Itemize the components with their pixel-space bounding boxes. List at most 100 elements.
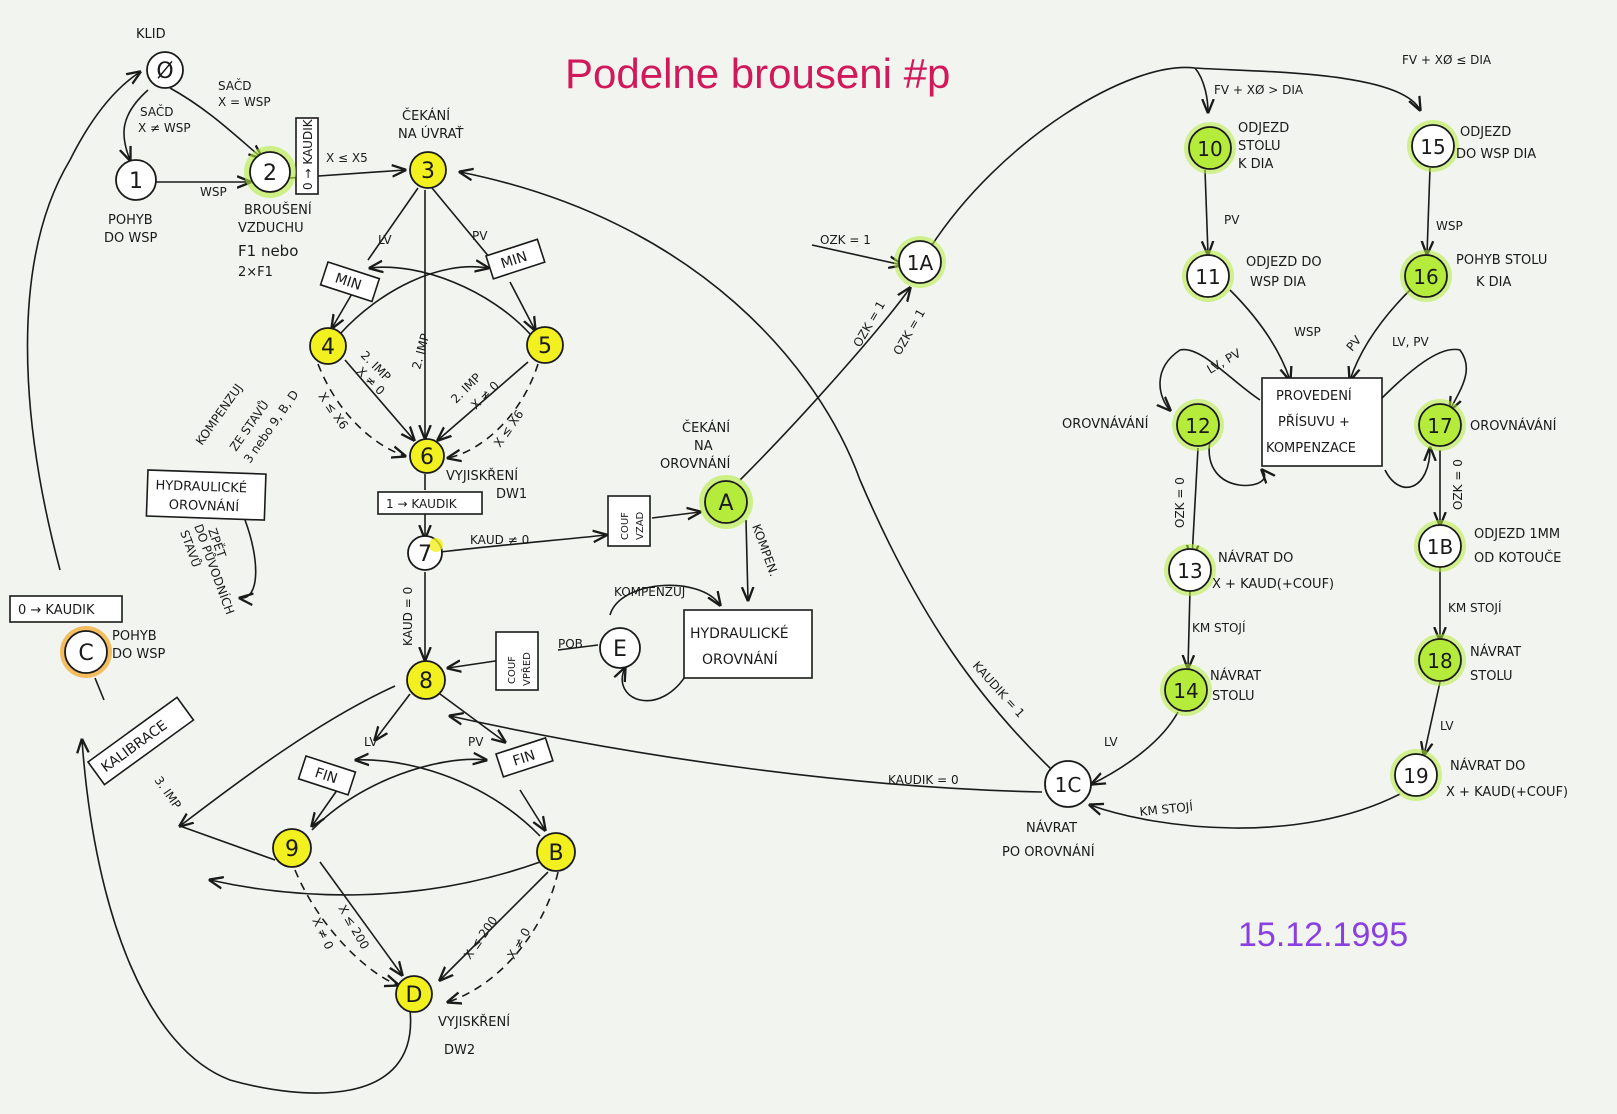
state-0[interactable]: Ø bbox=[146, 51, 184, 89]
state-13[interactable]: 13 bbox=[1164, 544, 1216, 596]
svg-text:VPŘED: VPŘED bbox=[520, 652, 533, 686]
state-15[interactable]: 15 bbox=[1407, 120, 1459, 172]
label-x-ne0-low-right: X ≠ 0 bbox=[504, 925, 533, 961]
label-sacd-a: SAČD bbox=[140, 104, 173, 119]
caption-12: OROVNÁVÁNÍ bbox=[1062, 416, 1149, 432]
svg-text:7: 7 bbox=[418, 542, 432, 567]
svg-text:KOMPENZACE: KOMPENZACE bbox=[1266, 441, 1356, 456]
hydraulic-dressing-mid-box: HYDRAULICKÉ OROVNÁNÍ bbox=[683, 609, 813, 679]
state-A[interactable]: A bbox=[699, 475, 753, 529]
svg-text:C: C bbox=[78, 641, 93, 666]
caption-15b: DO WSP DIA bbox=[1456, 147, 1536, 162]
state-4[interactable]: 4 bbox=[309, 327, 347, 365]
state-18[interactable]: 18 bbox=[1414, 634, 1466, 686]
caption-2d: 2×F1 bbox=[238, 265, 273, 280]
svg-text:4: 4 bbox=[321, 335, 335, 360]
label-pob: POB bbox=[558, 637, 583, 651]
state-16[interactable]: 16 bbox=[1400, 250, 1452, 302]
svg-text:1 → KAUDIK: 1 → KAUDIK bbox=[386, 497, 458, 511]
label-kompen: KOMPEN. bbox=[749, 522, 781, 578]
svg-text:3: 3 bbox=[421, 159, 435, 184]
label-fv-gt: FV + XØ > DIA bbox=[1214, 83, 1304, 97]
label-kaudik-eq1: KAUDIK = 1 bbox=[970, 659, 1028, 721]
label-kaud-eq0: KAUD = 0 bbox=[401, 587, 415, 646]
caption-14b: STOLU bbox=[1212, 689, 1255, 704]
diagram-title: Podelne brouseni #p bbox=[565, 50, 950, 97]
min-pv-box: MIN bbox=[484, 238, 546, 280]
label-lv-18-19: LV bbox=[1440, 719, 1454, 733]
state-2[interactable]: 2 bbox=[244, 146, 296, 198]
caption-klid: KLID bbox=[136, 27, 166, 42]
svg-text:B: B bbox=[548, 841, 563, 866]
caption-Da: VYJISKŘENÍ bbox=[438, 1014, 510, 1030]
svg-text:13: 13 bbox=[1177, 559, 1202, 583]
state-5[interactable]: 5 bbox=[526, 326, 564, 364]
label-ozk0-17: OZK = 0 bbox=[1451, 459, 1465, 510]
label-kompenzuj-top: KOMPENZUJ bbox=[614, 585, 685, 599]
label-km-stoji-low: KM STOJÍ bbox=[1139, 798, 1194, 819]
label-km-stoji-1b: KM STOJÍ bbox=[1448, 600, 1502, 615]
caption-17: OROVNÁVÁNÍ bbox=[1470, 418, 1557, 434]
label-x-le-200-right: X ≤ 200 bbox=[461, 914, 500, 962]
state-7[interactable]: 7 bbox=[407, 535, 443, 571]
state-8[interactable]: 8 bbox=[406, 660, 446, 700]
state-D[interactable]: D bbox=[395, 975, 433, 1013]
label-lv-top: LV bbox=[378, 233, 392, 247]
label-3imp: 3. IMP bbox=[152, 774, 184, 812]
svg-text:VZAD: VZAD bbox=[635, 511, 646, 540]
svg-text:Ø: Ø bbox=[156, 59, 173, 84]
state-11[interactable]: 11 bbox=[1182, 250, 1234, 302]
caption-Aa: ČEKÁNÍ bbox=[682, 420, 730, 436]
svg-text:0 → KAUDIK: 0 → KAUDIK bbox=[301, 118, 315, 190]
caption-Cb: DO WSP bbox=[112, 647, 165, 662]
state-1A[interactable]: 1A bbox=[894, 236, 946, 288]
label-x-ne0-low-left: X ≠ 0 bbox=[309, 915, 336, 951]
svg-text:19: 19 bbox=[1403, 764, 1428, 788]
couf-vzad-box: COUF VZAD bbox=[607, 495, 651, 547]
svg-text:PROVEDENÍ: PROVEDENÍ bbox=[1276, 388, 1352, 404]
svg-text:A: A bbox=[718, 491, 733, 516]
state-B[interactable]: B bbox=[536, 832, 576, 872]
kalibrace-box: KALIBRACE bbox=[86, 696, 195, 786]
label-pv-10-11: PV bbox=[1224, 213, 1240, 227]
state-C[interactable]: C bbox=[60, 626, 112, 678]
state-1C[interactable]: 1C bbox=[1044, 760, 1092, 808]
svg-text:COUF: COUF bbox=[507, 656, 518, 684]
svg-text:MIN: MIN bbox=[499, 249, 529, 272]
svg-text:1: 1 bbox=[129, 169, 143, 194]
state-3[interactable]: 3 bbox=[409, 151, 447, 189]
caption-16a: POHYB STOLU bbox=[1456, 253, 1547, 268]
state-14[interactable]: 14 bbox=[1160, 664, 1212, 716]
caption-1Cb: PO OROVNÁNÍ bbox=[1002, 844, 1095, 860]
label-ozk-1c: OZK = 1 bbox=[890, 306, 928, 357]
caption-11a: ODJEZD DO bbox=[1246, 255, 1322, 270]
caption-1Ba: ODJEZD 1MM bbox=[1474, 527, 1560, 542]
svg-text:5: 5 bbox=[538, 334, 552, 359]
state-9[interactable]: 9 bbox=[272, 828, 312, 868]
caption-6a: VYJISKŘENÍ bbox=[446, 468, 518, 484]
label-sacd-c: SAČD bbox=[218, 78, 251, 93]
caption-2a: BROUŠENÍ bbox=[244, 202, 312, 218]
state-12[interactable]: 12 bbox=[1172, 399, 1224, 451]
svg-text:E: E bbox=[613, 637, 627, 662]
svg-text:9: 9 bbox=[285, 837, 299, 862]
state-10[interactable]: 10 bbox=[1184, 122, 1236, 174]
fin-pv-box: FIN bbox=[494, 736, 554, 778]
label-lv-low: LV bbox=[364, 735, 378, 749]
state-19[interactable]: 19 bbox=[1390, 749, 1442, 801]
state-1B[interactable]: 1B bbox=[1414, 520, 1466, 572]
state-6[interactable]: 6 bbox=[409, 438, 445, 474]
caption-18b: STOLU bbox=[1470, 669, 1513, 684]
state-E[interactable]: E bbox=[599, 627, 641, 669]
caption-2b: VZDUCHU bbox=[238, 221, 304, 236]
state-17[interactable]: 17 bbox=[1414, 399, 1466, 451]
label-lv-1c: LV bbox=[1104, 735, 1118, 749]
state-1[interactable]: 1 bbox=[115, 159, 157, 201]
svg-text:HYDRAULICKÉ: HYDRAULICKÉ bbox=[155, 477, 247, 496]
svg-text:2: 2 bbox=[263, 161, 277, 186]
caption-6b: DW1 bbox=[496, 487, 527, 502]
svg-text:14: 14 bbox=[1173, 679, 1198, 703]
label-wsp: WSP bbox=[200, 185, 227, 199]
svg-text:MIN: MIN bbox=[333, 270, 363, 293]
